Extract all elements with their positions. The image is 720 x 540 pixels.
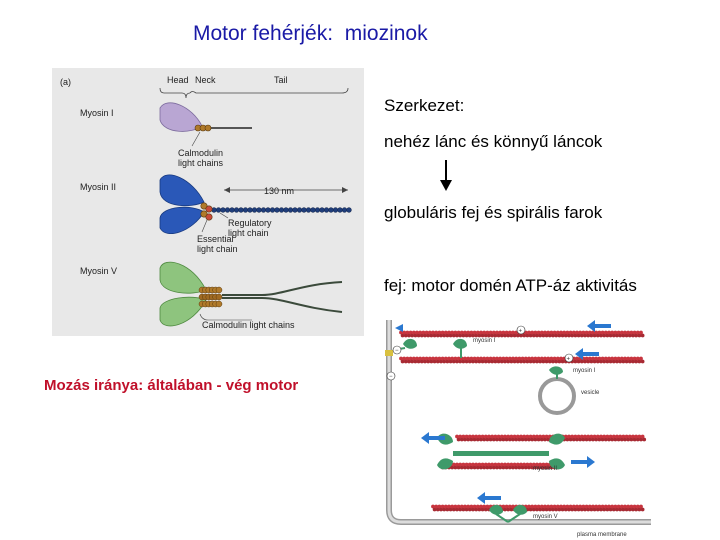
myosin5-head-lower: [159, 296, 207, 327]
myosin1-label: Myosin I: [80, 108, 114, 118]
membrane-anchor: [385, 350, 393, 356]
myosin2-label: myosin II: [533, 466, 557, 472]
myosin5-tail-lower: [222, 297, 343, 313]
myosin2-head-upper: [159, 174, 205, 207]
tail-bracket: [212, 87, 349, 94]
head-tail-text: globuláris fej és spirális farok: [384, 203, 603, 222]
essential-label-2: light chain: [197, 244, 238, 254]
myosin-function-figure: myosin I myosin I vesicle myosin II myos…: [381, 320, 651, 540]
myosin2-light-chains: [200, 202, 213, 221]
myosin5-tail-upper: [222, 281, 343, 296]
myosin5-label: myosin V: [533, 514, 558, 520]
page-title: Motor fehérjék: miozinok: [193, 22, 428, 45]
myosin2-bipolar-filament: [437, 433, 565, 470]
svg-text:+: +: [519, 329, 523, 335]
heavy-light-chains-text: nehéz lánc és könnyű láncok: [384, 132, 603, 151]
plasma-membrane: [386, 320, 651, 525]
myosin2-coiled-tail: [211, 207, 352, 213]
svg-text:−: −: [389, 374, 393, 380]
regulatory-label-1: Regulatory: [228, 218, 272, 228]
panel-letter: (a): [60, 77, 71, 87]
myosin1-motors: [392, 338, 467, 358]
header-neck: Neck: [195, 75, 216, 85]
myosin1-callout-1: Calmodulin: [178, 148, 223, 158]
header-head: Head: [167, 75, 189, 85]
vesicle-myosin: [549, 366, 563, 375]
myosin1-top-label: myosin I: [473, 338, 496, 344]
myosin5-head-upper: [159, 261, 207, 294]
myosin1-light-chains: [194, 124, 212, 132]
down-arrow-icon: [440, 160, 452, 191]
myosin1-callout-2: light chains: [178, 158, 224, 168]
myosin5-light-chains: [198, 286, 223, 308]
movement-direction-text: Mozás iránya: általában - vég motor: [44, 377, 299, 394]
myosin5-callout: Calmodulin light chains: [202, 320, 295, 330]
neck-bracket: [189, 91, 212, 94]
myosin1-vesicle-label: myosin I: [573, 368, 596, 374]
head-bracket: [159, 87, 191, 99]
svg-text:+: +: [567, 357, 571, 363]
direction-arrow-icons: [395, 320, 611, 504]
vesicle-label: vesicle: [581, 390, 600, 396]
svg-text:−: −: [395, 348, 399, 354]
essential-label-1: Essential: [197, 234, 234, 244]
myosin-structure-figure: (a) Head Neck Tail Myosin I Calmodulin l…: [52, 68, 364, 336]
motor-domain-text: fej: motor domén ATP-áz aktivitás: [384, 276, 637, 295]
polarity-signs: + − + −: [386, 325, 574, 381]
membrane-label: plasma membrane: [577, 532, 627, 538]
myosin5-motors: [489, 504, 527, 523]
length-label: 130 nm: [264, 186, 294, 196]
structure-heading: Szerkezet:: [384, 96, 465, 115]
header-tail: Tail: [274, 75, 288, 85]
vesicle: [538, 377, 576, 415]
myosin2-label: Myosin II: [80, 182, 116, 192]
myosin5-label: Myosin V: [80, 266, 117, 276]
regulatory-label-2: light chain: [228, 228, 269, 238]
myosin2-head-lower: [159, 206, 205, 234]
actin-filaments: [399, 330, 647, 512]
